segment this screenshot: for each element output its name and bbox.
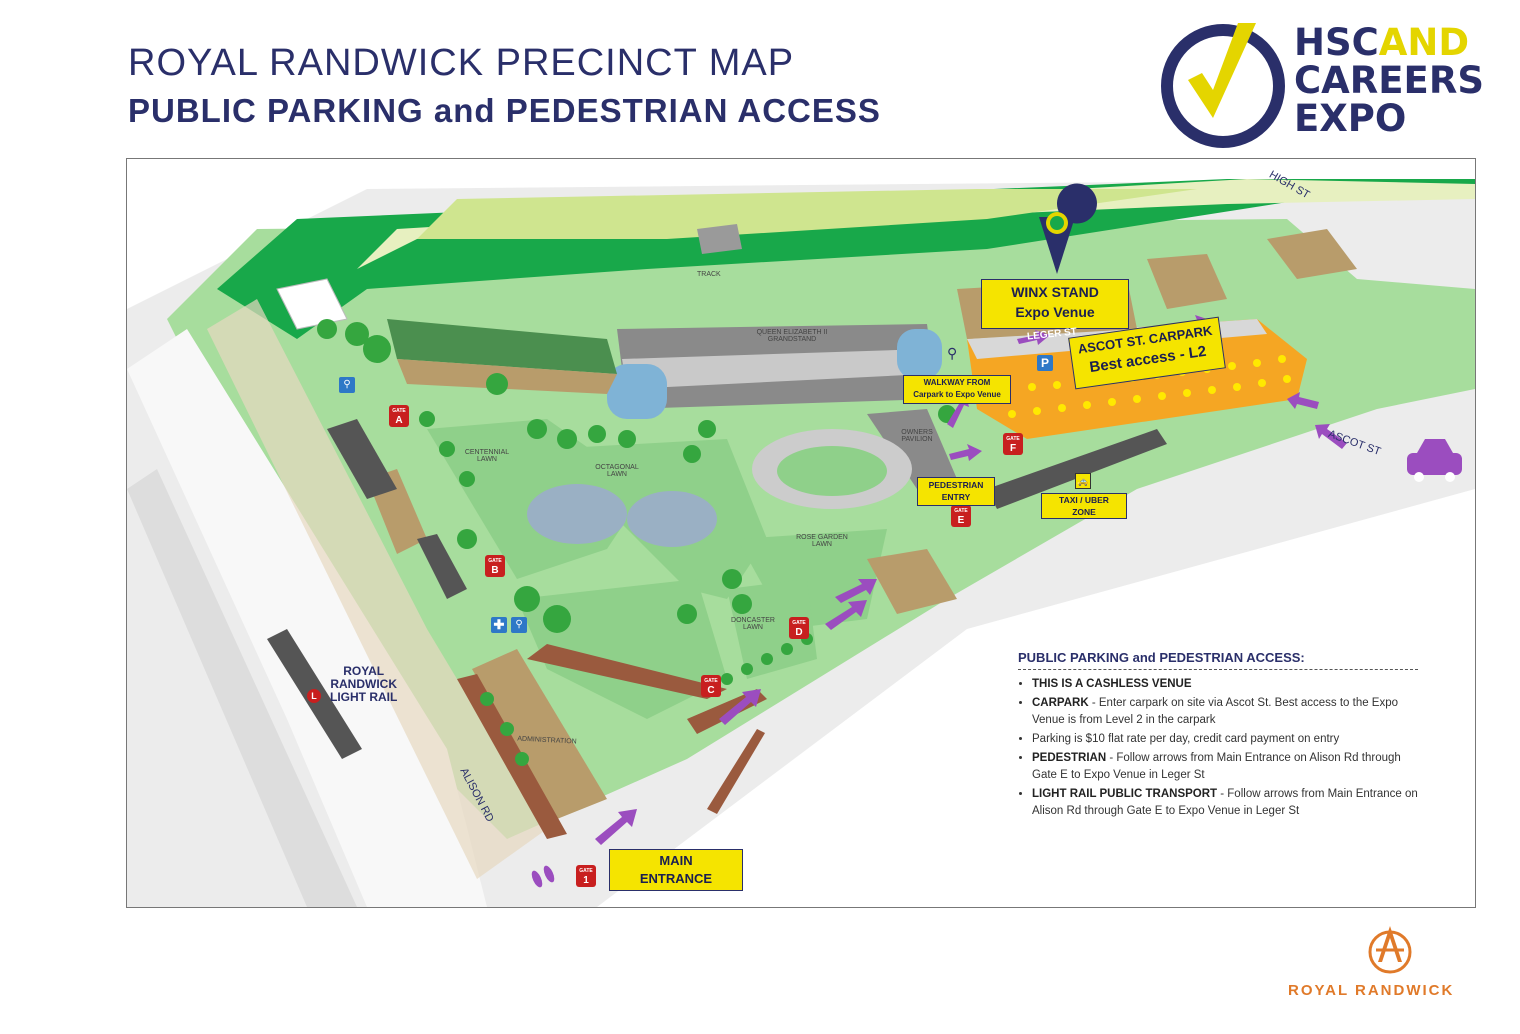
first-aid-icon: ✚ [491,617,507,633]
royal-randwick-logo-icon [1368,926,1412,974]
parking-icon: P [1037,355,1053,371]
legend-heading: PUBLIC PARKING and PEDESTRIAN ACCESS: [1018,650,1305,665]
legend-item-parking-rate: Parking is $10 flat rate per day, credit… [1032,731,1418,748]
hsc-expo-wordmark: HSCAND CAREERS EXPO [1294,21,1484,140]
legend-item-cashless: THIS IS A CASHLESS VENUE [1032,676,1418,693]
page-title: ROYAL RANDWICK PRECINCT MAP [128,42,795,84]
legend-panel: PUBLIC PARKING and PEDESTRIAN ACCESS: TH… [1018,650,1418,822]
hsc-expo-logo [1161,23,1285,148]
toilets-icon-2: ⚲ [339,377,355,393]
legend-item-light-rail: LIGHT RAIL PUBLIC TRANSPORT - Follow arr… [1032,786,1418,820]
legend-item-pedestrian: PEDESTRIAN - Follow arrows from Main Ent… [1032,750,1418,784]
location-pin-icon: ⚲ [947,345,958,361]
light-rail-label: ROYAL RANDWICK LIGHT RAIL [330,664,398,704]
page-subtitle: PUBLIC PARKING and PEDESTRIAN ACCESS [128,92,881,129]
royal-randwick-wordmark: ROYAL RANDWICK [1288,982,1455,999]
light-rail-icon: L [307,689,321,703]
taxi-icon: 🚕 [1075,473,1091,489]
track-label: TRACK [697,271,721,278]
toilets-icon: ⚲ [511,617,527,633]
legend-item-carpark: CARPARK - Enter carpark on site via Asco… [1032,695,1418,729]
